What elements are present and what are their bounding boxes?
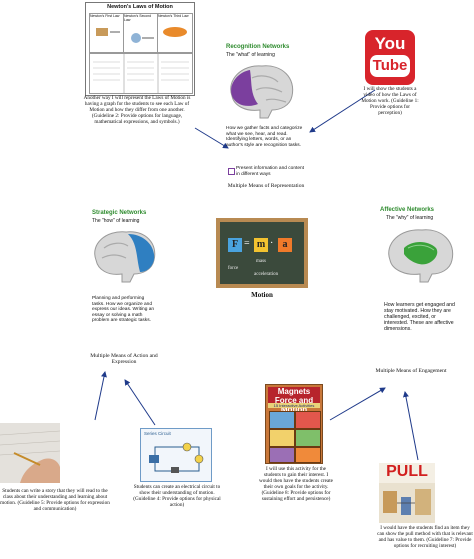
chart-cell-label: Newton's Second Law: [124, 14, 152, 22]
chart-cell-label: Newton's First Law: [90, 14, 120, 18]
magnets-activity-poster: Magnets Force and Motion 15 Interactive …: [265, 384, 323, 464]
recognition-option-checkbox: [228, 168, 235, 175]
chart-cell-first-law: Newton's First Law: [89, 13, 124, 53]
circuit-sketch: [149, 442, 204, 473]
tile-f: F: [228, 238, 242, 252]
recognition-caption: Multiple Means of Representation: [227, 183, 305, 189]
recognition-subtitle: The "what" of learning: [226, 52, 275, 58]
magnets-title: Magnets Force and Motion: [268, 387, 320, 414]
arrow-story-to-strategic: [94, 371, 107, 421]
affective-subtitle: The "why" of learning: [386, 215, 434, 221]
tile-multiply: ·: [270, 238, 274, 249]
arrow-activity-to-affective: [329, 387, 386, 421]
youtube-logo-you: You: [374, 34, 406, 53]
recognition-text: How we gather facts and categorize what …: [226, 126, 303, 148]
strategic-brain-icon: [94, 231, 156, 283]
magnets-activity-card: [269, 447, 295, 463]
newton-laws-chart: Newton's Laws of Motion Newton's First L…: [85, 2, 195, 96]
first-law-sketch: [96, 28, 120, 36]
affective-title: Affective Networks: [380, 207, 435, 213]
circuit-label: Series Circuit: [144, 431, 171, 436]
pull-photo: PULL: [379, 463, 435, 523]
story-note: Students can write a story that they wil…: [0, 488, 110, 512]
circuit-note: Students can create an electrical circui…: [133, 484, 221, 508]
board-force: force: [228, 266, 239, 271]
activity-note: I will use this activity for the student…: [259, 466, 333, 502]
series-circuit-diagram: Series Circuit: [140, 428, 212, 482]
chart-cell-second-law: Newton's Second Law: [123, 13, 158, 53]
strategic-caption: Multiple Means of Action and Expression: [90, 353, 158, 365]
magnets-activity-card: [269, 429, 295, 447]
board-mass: mass: [256, 259, 266, 264]
youtube-logo-tube: Tube: [370, 55, 410, 77]
strategic-text: Planning and performing tasks. How we or…: [92, 296, 155, 324]
chart-lower-lines: [93, 54, 189, 93]
chart-lower-grid: [89, 53, 193, 94]
writing-hand-sketch: [0, 423, 61, 483]
chart-title: Newton's Laws of Motion: [107, 4, 173, 10]
chart-cell-label: Newton's Third Law: [158, 14, 189, 18]
arrow-graph-to-recognition: [194, 127, 229, 149]
magnets-subtitle: 15 Interactive Activities: [268, 403, 320, 408]
recognition-option-text: Present information and content in diffe…: [236, 166, 304, 177]
writing-hand-photo: [0, 423, 61, 483]
motion-chalkboard: F = m · a force mass acceleration: [216, 218, 308, 288]
magnets-activity-card: [295, 429, 321, 447]
board-acceleration: acceleration: [254, 272, 279, 277]
second-law-sketch: [131, 33, 154, 43]
youtube-logo[interactable]: You Tube: [365, 30, 415, 85]
rocket-sketch: [163, 27, 187, 37]
recognition-title: Recognition Networks: [226, 44, 290, 50]
motion-caption: Motion: [251, 291, 273, 299]
affective-caption: Multiple Means of Engagement: [375, 368, 447, 374]
tile-m: m: [254, 238, 268, 252]
affective-brain-icon: [388, 229, 454, 283]
graph-note: Another way I will represent the Laws of…: [83, 95, 191, 125]
tile-a: a: [278, 238, 292, 252]
magnets-activity-card: [295, 447, 321, 463]
magnets-activity-card: [295, 411, 321, 429]
magnets-activity-card: [269, 411, 295, 429]
recognition-brain-icon: [230, 65, 294, 119]
tile-equals: =: [244, 238, 250, 249]
pull-scene-sketch: [379, 483, 435, 523]
pull-word: PULL: [386, 463, 428, 480]
chart-cell-third-law: Newton's Third Law: [157, 13, 193, 53]
affective-text: How learners get engaged and stay motiva…: [384, 302, 455, 332]
arrow-video-to-recognition: [309, 89, 376, 133]
arrow-circuit-to-strategic: [124, 379, 156, 426]
pull-note: I would have the students find an item t…: [377, 525, 473, 549]
video-note: I will show the students a video of how …: [361, 86, 419, 116]
strategic-title: Strategic Networks: [92, 210, 147, 216]
arrow-pull-to-affective: [402, 391, 419, 461]
strategic-subtitle: The "how" of learning: [92, 218, 140, 224]
